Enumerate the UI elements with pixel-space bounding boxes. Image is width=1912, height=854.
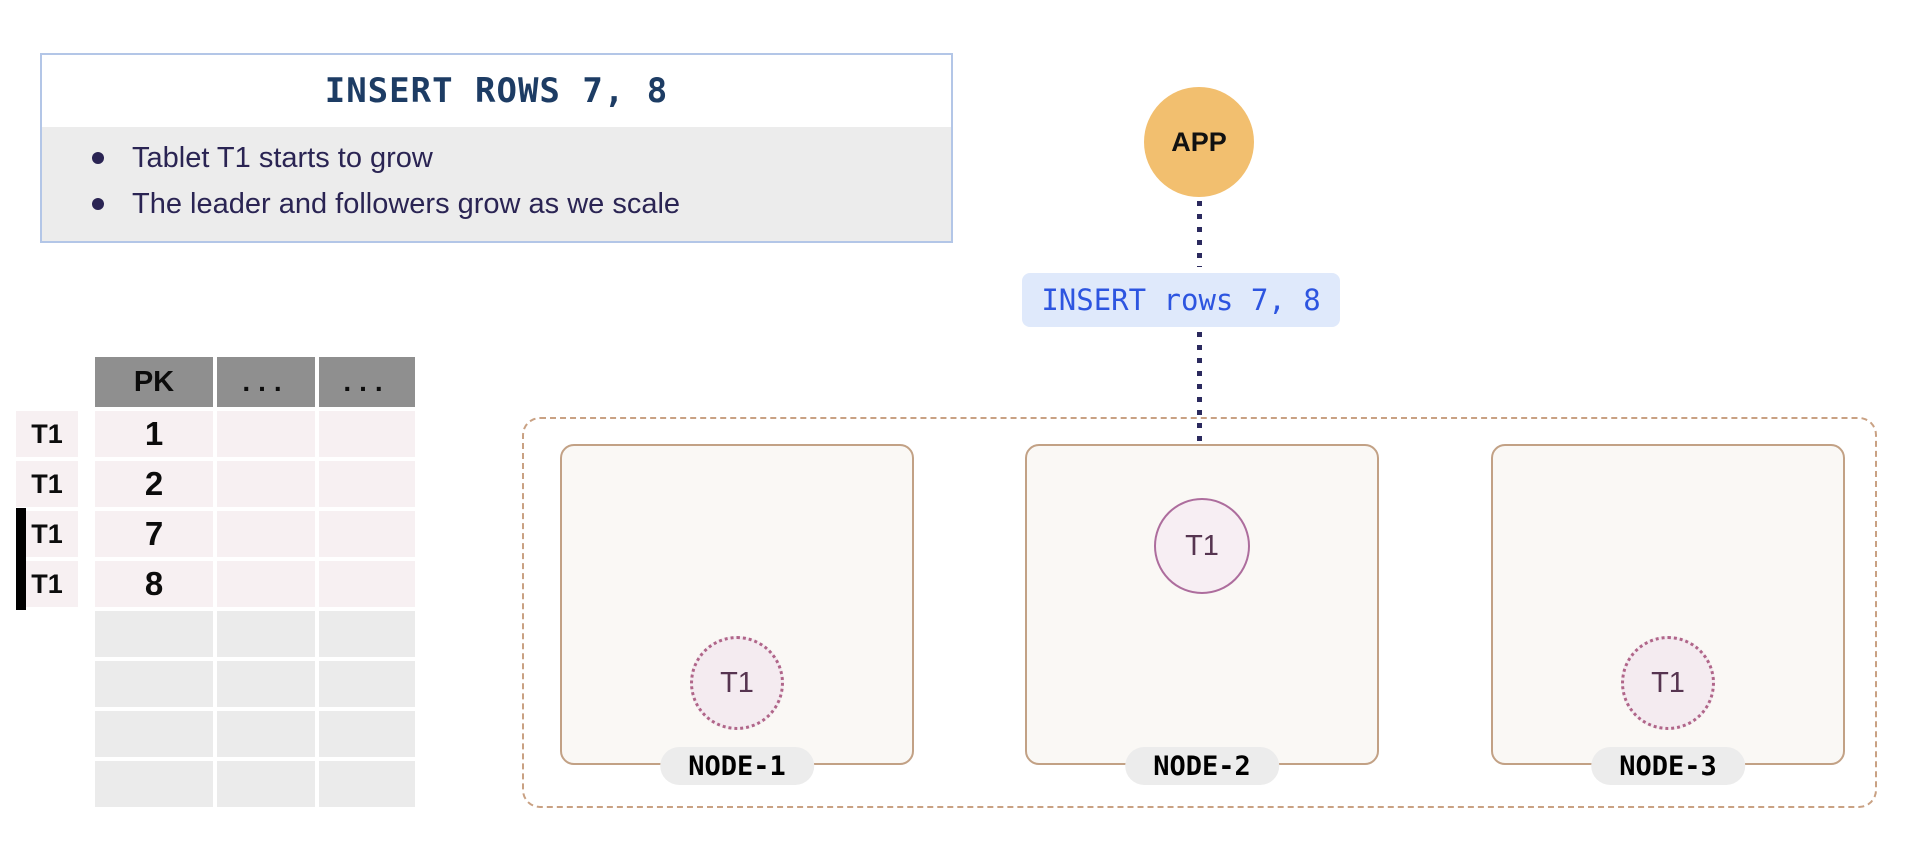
table-cell-empty <box>95 711 213 757</box>
table-cell-empty <box>95 761 213 807</box>
node-3-label: NODE-3 <box>1591 747 1745 785</box>
pk-table: PK ... ... 1 2 7 8 <box>95 357 415 807</box>
info-box: INSERT ROWS 7, 8 Tablet T1 starts to gro… <box>40 53 953 243</box>
table-cell-empty <box>319 761 415 807</box>
table-cell-empty <box>319 611 415 657</box>
info-box-bullet-list: Tablet T1 starts to grow The leader and … <box>42 127 951 241</box>
table-cell <box>217 411 315 457</box>
table-cell-empty <box>217 611 315 657</box>
tablet-row-label: T1 <box>16 411 78 457</box>
tablet-row-label-new: T1 <box>16 558 78 610</box>
table-cell: 1 <box>95 411 213 457</box>
tablet-label: T1 <box>720 666 754 699</box>
table-cell-empty <box>319 661 415 707</box>
node-2-label: NODE-2 <box>1125 747 1279 785</box>
tablet-label: T1 <box>1185 529 1219 562</box>
table-cell <box>319 411 415 457</box>
bullet-icon <box>92 198 104 210</box>
table-cell: 7 <box>95 511 213 557</box>
request-label: INSERT rows 7, 8 <box>1022 273 1340 327</box>
request-arrow-line-lower <box>1197 332 1202 466</box>
node-2-box: T1 NODE-2 <box>1025 444 1379 785</box>
node-1-box: T1 NODE-1 <box>560 444 914 785</box>
tablet-t1-follower: T1 <box>1621 636 1715 730</box>
info-bullet-item: The leader and followers grow as we scal… <box>92 181 951 227</box>
tablet-label: T1 <box>1651 666 1685 699</box>
tablet-t1-follower: T1 <box>690 636 784 730</box>
table-cell-empty <box>95 661 213 707</box>
table-cell: 2 <box>95 461 213 507</box>
node-3-box: T1 NODE-3 <box>1491 444 1845 785</box>
info-box-title: INSERT ROWS 7, 8 <box>324 71 669 111</box>
table-cell <box>319 561 415 607</box>
table-header-ellipsis: ... <box>217 357 315 407</box>
table-cell-empty <box>319 711 415 757</box>
info-bullet-item: Tablet T1 starts to grow <box>92 135 951 181</box>
table-cell-empty <box>217 761 315 807</box>
table-cell-empty <box>217 661 315 707</box>
table-cell <box>217 461 315 507</box>
table-cell-empty <box>95 611 213 657</box>
cluster-container: T1 NODE-1 T1 NODE-2 T1 NODE-3 <box>522 417 1877 808</box>
info-bullet-text: Tablet T1 starts to grow <box>132 141 433 174</box>
table-cell: 8 <box>95 561 213 607</box>
table-header-ellipsis: ... <box>319 357 415 407</box>
table-cell <box>319 461 415 507</box>
tablet-t1-leader: T1 <box>1154 498 1250 594</box>
table-cell <box>217 561 315 607</box>
tablet-row-label-new: T1 <box>16 508 78 560</box>
tablet-row-label: T1 <box>16 461 78 507</box>
table-header-pk: PK <box>95 357 213 407</box>
info-bullet-text: The leader and followers grow as we scal… <box>132 187 681 220</box>
app-label: APP <box>1171 126 1227 157</box>
node-1-label: NODE-1 <box>660 747 814 785</box>
request-arrow-line-upper <box>1197 201 1202 267</box>
app-circle: APP <box>1144 87 1254 197</box>
table-cell <box>319 511 415 557</box>
table-cell-empty <box>217 711 315 757</box>
bullet-icon <box>92 152 104 164</box>
table-cell <box>217 511 315 557</box>
